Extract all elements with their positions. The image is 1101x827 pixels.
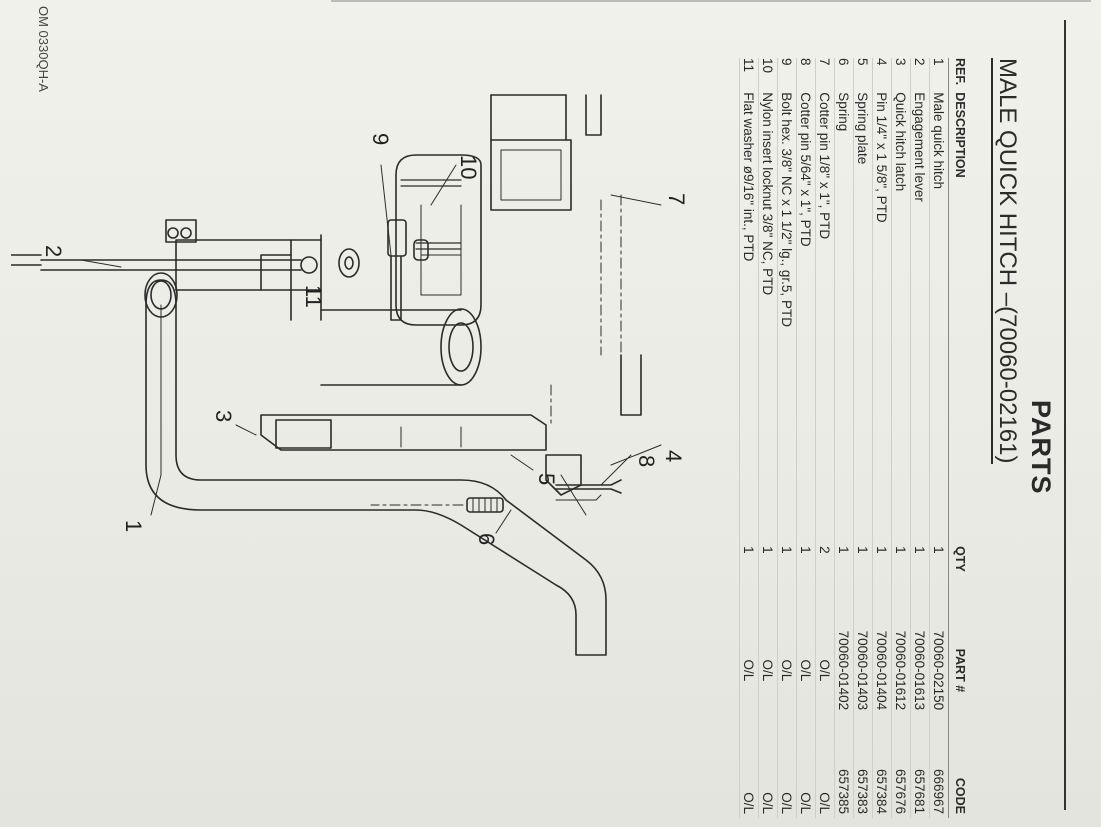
cell-code: 657681	[910, 728, 930, 818]
pin-and-cotter	[555, 479, 622, 501]
cell-description: Engagement lever	[910, 92, 930, 547]
cell-part: 70060-01613	[910, 616, 930, 729]
cell-code: O/L	[815, 728, 835, 818]
cell-qty: 1	[910, 546, 930, 617]
column-header-code: Code	[948, 728, 971, 818]
table-row: 3 Quick hitch latch 1 70060-01612 657676	[891, 58, 911, 818]
section-title: Male Quick Hitch –(70060-02161)	[991, 58, 1021, 464]
cell-qty: 1	[758, 546, 778, 617]
cell-ref: 5	[853, 58, 873, 93]
cell-code: O/L	[777, 728, 797, 818]
small-hardware	[338, 179, 462, 278]
section-title-text: Male Quick Hitch –(70060-02161)	[991, 58, 1021, 464]
callout-7: 7	[664, 193, 689, 205]
cell-part: O/L	[758, 616, 778, 729]
table-row: 8 Cotter pin 5/64" x 1", PTD 1 O/L O/L	[796, 58, 816, 818]
table-row: 1 Male quick hitch 1 70060-02150 666967	[929, 58, 949, 818]
callout-5: 5	[534, 473, 559, 485]
cell-description: Spring	[834, 92, 854, 547]
cell-ref: 3	[891, 58, 911, 93]
cell-code: O/L	[758, 728, 778, 818]
sheet-edge	[331, 0, 1091, 2]
cell-qty: 1	[834, 546, 854, 617]
column-header-part: Part #	[948, 616, 971, 729]
document-code: OM 0330QH-A	[36, 6, 51, 92]
table-row: 9 Bolt hex. 3/8" NC x 1 1/2" lg., gr.5, …	[777, 58, 797, 818]
cell-part: 70060-01402	[834, 616, 854, 729]
callout-3: 3	[211, 410, 236, 422]
table-row: 5 Spring plate 1 70060-01403 657383	[853, 58, 873, 818]
cell-code: O/L	[796, 728, 816, 818]
callouts: 1 2 3 4 5 6 7 8 9 10 11	[41, 133, 689, 545]
cell-description: Bolt hex. 3/8" NC x 1 1/2" lg., gr.5, PT…	[777, 92, 797, 547]
cell-qty: 1	[853, 546, 873, 617]
callout-1: 1	[121, 520, 146, 532]
cell-qty: 2	[815, 546, 835, 617]
leader-lines	[80, 164, 662, 534]
cell-qty: 1	[872, 546, 892, 617]
callout-2: 2	[41, 245, 66, 257]
cell-code: 657676	[891, 728, 911, 818]
callout-11: 11	[301, 285, 326, 308]
cell-part: 70060-01404	[872, 616, 892, 729]
table-header-row: Ref. Description Qty Part # Code	[948, 58, 971, 818]
cell-description: Male quick hitch	[929, 92, 949, 547]
cell-description: Cotter pin 1/8" x 1", PTD	[815, 92, 835, 547]
cell-description: Nylon insert locknut 3/8" NC, PTD	[758, 92, 778, 547]
cell-description: Pin 1/4" x 1 5/8", PTD	[872, 92, 892, 547]
engagement-lever-part	[11, 254, 318, 336]
exploded-diagram: 1 2 3 4 5 6 7 8 9 10 11	[11, 94, 689, 656]
cell-ref: 2	[910, 58, 930, 93]
callout-6: 6	[474, 533, 499, 545]
cell-description: Cotter pin 5/64" x 1", PTD	[796, 92, 816, 547]
callout-4: 4	[661, 450, 686, 462]
cell-ref: 1	[929, 58, 949, 93]
spring-assembly	[370, 454, 582, 513]
cell-part: 70060-01612	[891, 616, 911, 729]
cell-code: 657385	[834, 728, 854, 818]
callout-10: 10	[456, 155, 481, 179]
cell-part: O/L	[815, 616, 835, 729]
cell-part: 70060-02150	[929, 616, 949, 729]
cell-description: Spring plate	[853, 92, 873, 547]
callout-8: 8	[634, 455, 659, 467]
table-row: 6 Spring 1 70060-01402 657385	[834, 58, 854, 818]
column-header-description: Description	[948, 92, 971, 547]
male-quick-hitch-part	[144, 94, 642, 656]
cell-description: Quick hitch latch	[891, 92, 911, 547]
page-title: PARTS	[1026, 400, 1056, 495]
table-row: 7 Cotter pin 1/8" x 1", PTD 2 O/L O/L	[815, 58, 835, 818]
cell-qty: 1	[929, 546, 949, 617]
table-row: 2 Engagement lever 1 70060-01613 657681	[910, 58, 930, 818]
cell-ref: 9	[777, 58, 797, 93]
cell-part: 70060-01403	[853, 616, 873, 729]
column-header-ref: Ref.	[948, 58, 971, 93]
cell-ref: 6	[834, 58, 854, 93]
table-row: 10 Nylon insert locknut 3/8" NC, PTD 1 O…	[758, 58, 778, 818]
latch-part	[260, 384, 552, 451]
cell-part: O/L	[796, 616, 816, 729]
cell-qty: 1	[777, 546, 797, 617]
callout-9: 9	[368, 133, 393, 145]
cell-qty: 1	[796, 546, 816, 617]
cell-code: 666967	[929, 728, 949, 818]
cell-part: O/L	[777, 616, 797, 729]
cell-code: 657384	[872, 728, 892, 818]
cell-ref: 10	[758, 58, 778, 93]
bolt-part	[387, 219, 407, 321]
cell-ref: 7	[815, 58, 835, 93]
table-row: 4 Pin 1/4" x 1 5/8", PTD 1 70060-01404 6…	[872, 58, 892, 818]
cell-code: 657383	[853, 728, 873, 818]
cell-qty: 1	[891, 546, 911, 617]
parts-table: Ref. Description Qty Part # Code 1 Male …	[739, 58, 971, 818]
column-header-qty: Qty	[948, 546, 971, 617]
cell-ref: 8	[796, 58, 816, 93]
top-rule	[1064, 20, 1066, 810]
cell-ref: 4	[872, 58, 892, 93]
